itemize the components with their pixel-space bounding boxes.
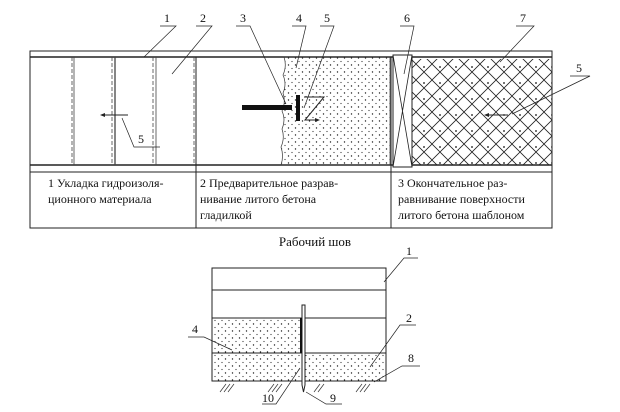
callout-1: 1	[164, 11, 170, 25]
callout-5c: 5	[138, 132, 144, 146]
section-callout-10: 10	[262, 391, 274, 405]
callout-6: 6	[404, 11, 410, 25]
section-callout-4: 4	[192, 322, 198, 336]
direction-arrow-icon	[100, 113, 105, 117]
trowel-icon	[242, 105, 292, 110]
step-2-line1: 2 Предварительное разрав-	[200, 176, 338, 190]
callout-7: 7	[520, 11, 526, 25]
joint-strip	[301, 304, 306, 393]
step-2-line3: гладилкой	[200, 208, 252, 222]
step-3-line1: 3 Окончательное раз-	[398, 176, 507, 190]
poured-concrete	[280, 56, 391, 166]
callout-3: 3	[240, 11, 246, 25]
finished-concrete	[412, 59, 552, 165]
section-callout-2: 2	[406, 311, 412, 325]
section-view: Рабочий шов 1 4 2 8 10 9	[188, 234, 420, 405]
step-1-line1: 1 Укладка гидроизоля-	[48, 176, 164, 190]
callout-5b: 5	[576, 61, 582, 75]
step-2-line2: нивание литого бетона	[200, 192, 317, 206]
ground-hatch	[219, 383, 371, 393]
callout-5: 5	[324, 11, 330, 25]
section-title: Рабочий шов	[279, 234, 351, 249]
plan-view: 1 2 3 4 5 6 7 5 5 1 Укладка гидроизоля- …	[29, 11, 591, 229]
section-callout-1: 1	[406, 244, 412, 258]
leader-lines	[121, 25, 591, 148]
step-3-line2: равнивание поверхности	[398, 192, 525, 206]
section-callout-9: 9	[330, 391, 336, 405]
waterproofing-strips	[71, 57, 195, 165]
callout-2: 2	[200, 11, 206, 25]
callout-4: 4	[296, 11, 302, 25]
step-1-line2: ционного материала	[48, 192, 152, 206]
step-3-line3: литого бетона шаблоном	[398, 208, 525, 222]
section-callout-8: 8	[408, 351, 414, 365]
